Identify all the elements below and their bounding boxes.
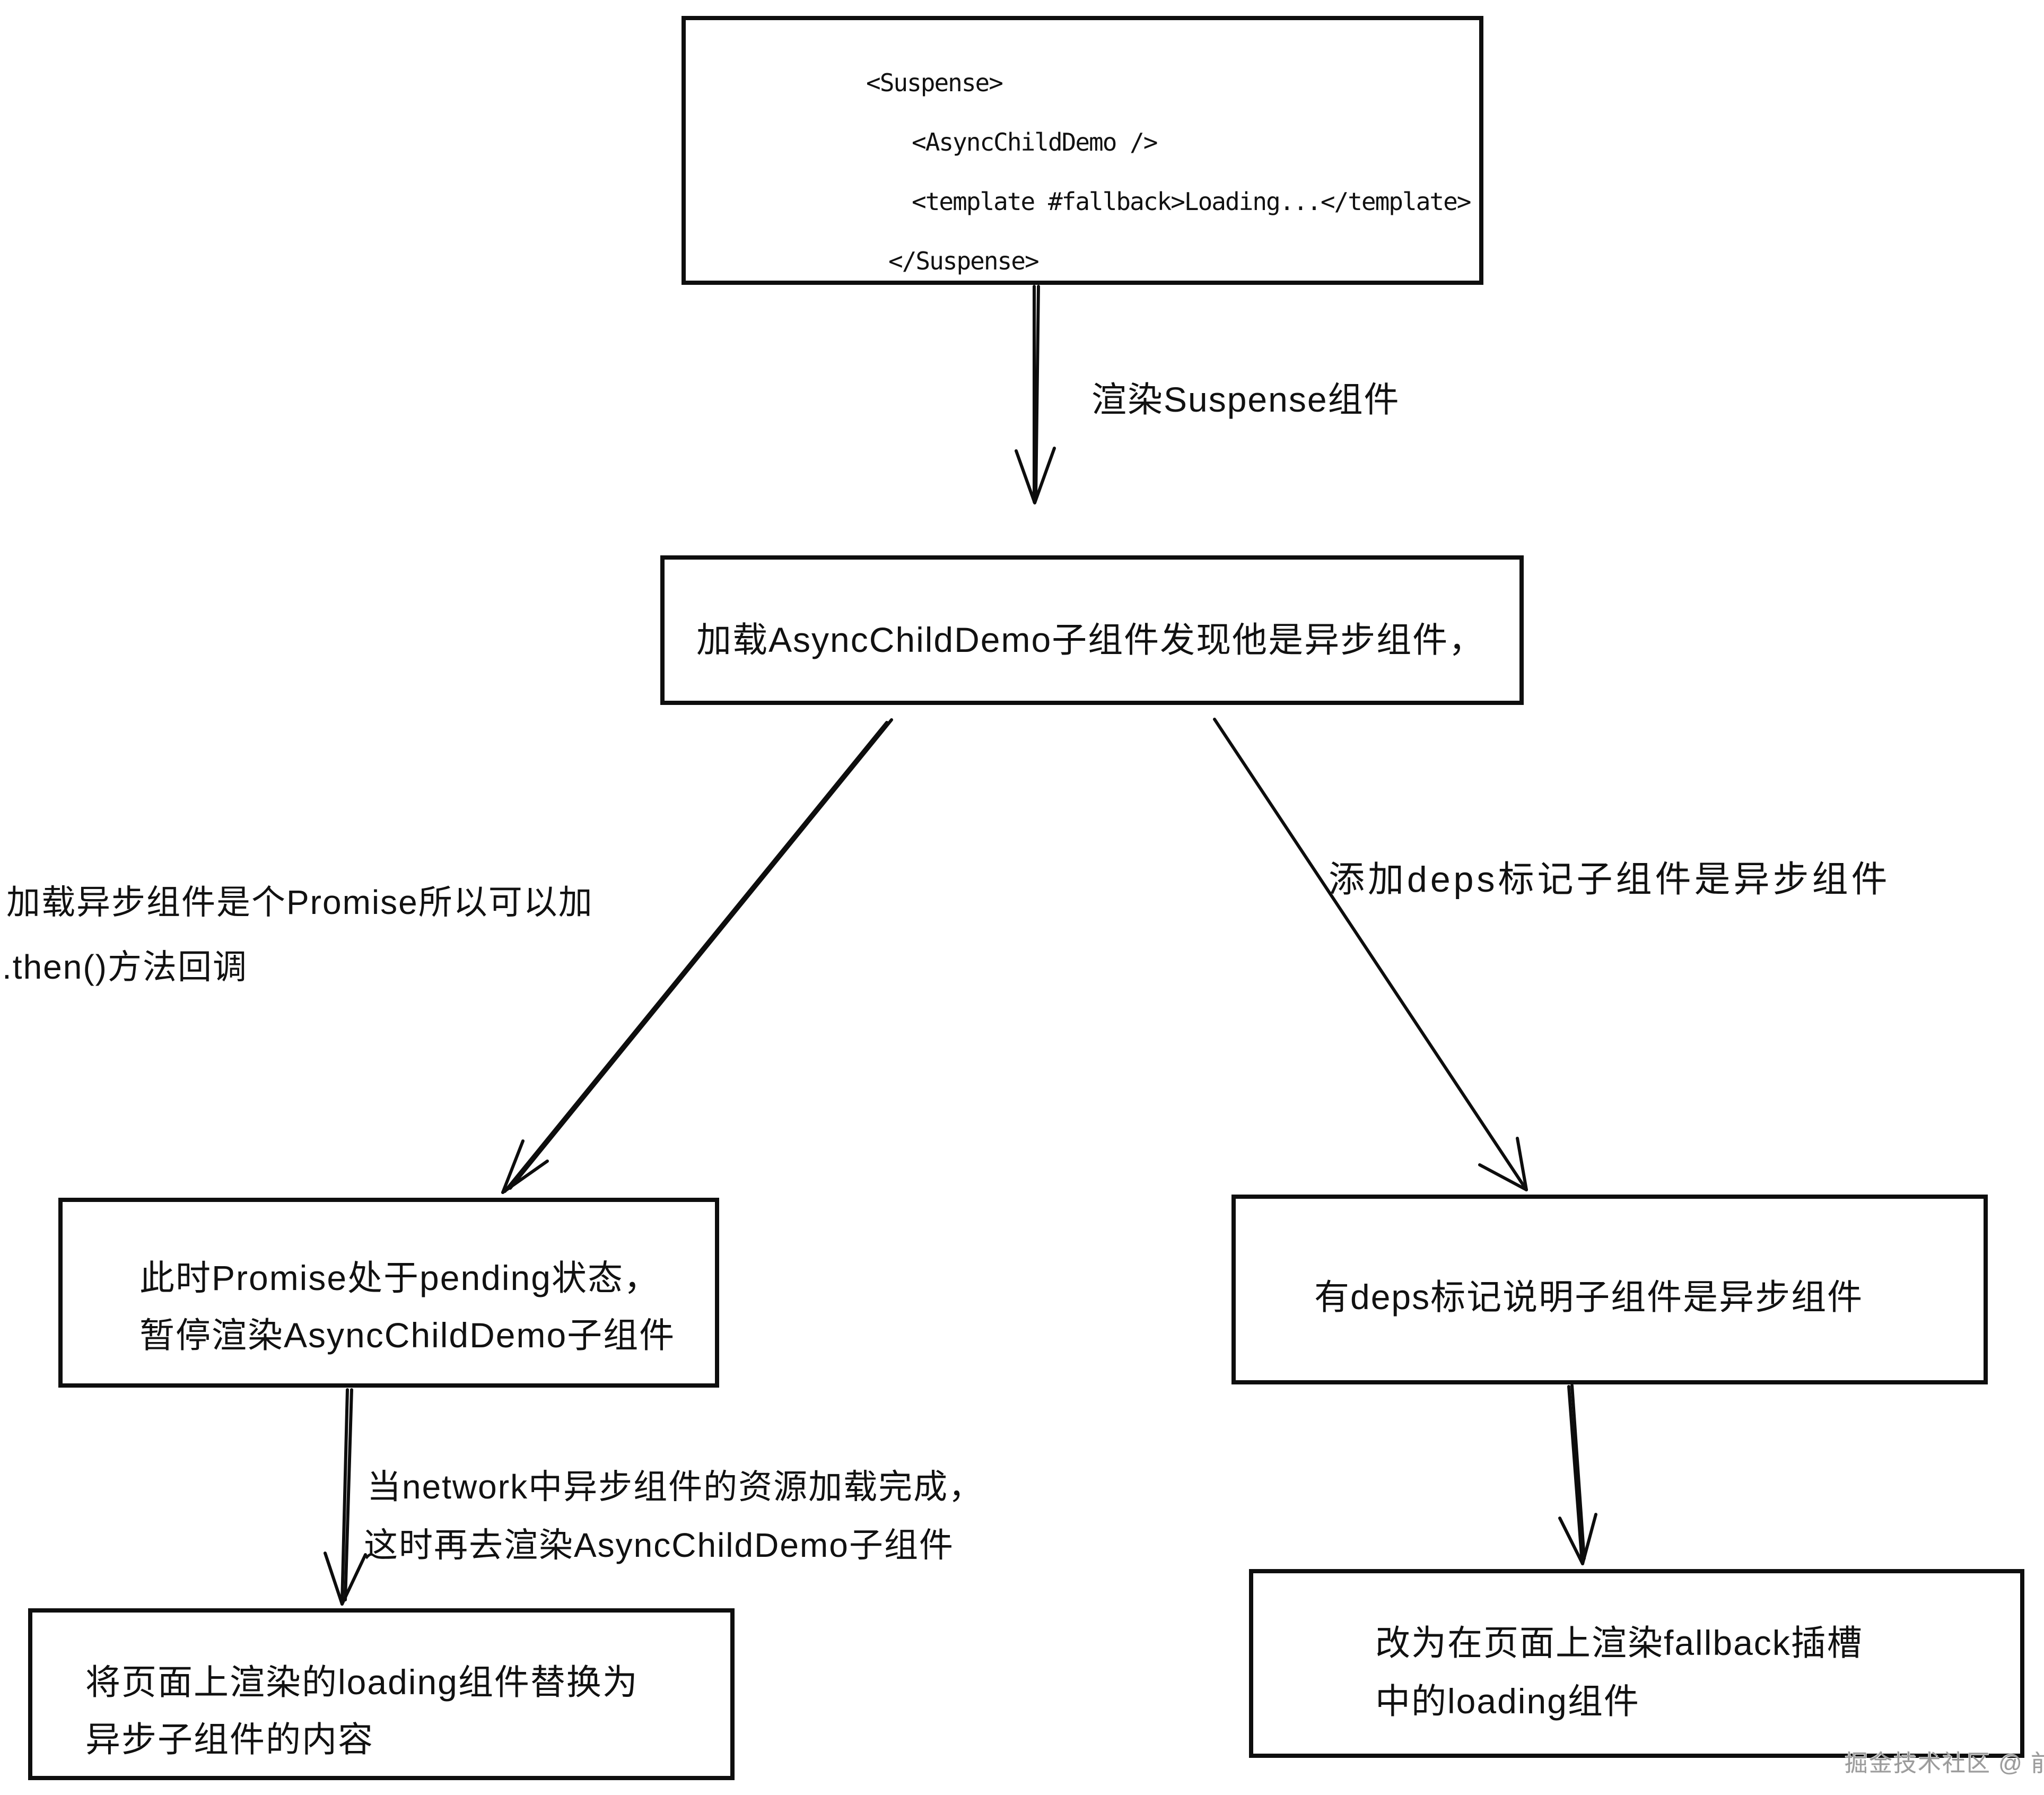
arrow-branch-left [501,718,893,1194]
replace-loading-line1: 将页面上渲染的loading组件替换为 [85,1662,639,1702]
promise-pending-line1: 此时Promise处于pending状态， [139,1258,660,1297]
code-line-suspense-close: </Suspense> [888,247,1040,275]
replace-loading-box: 将页面上渲染的loading组件替换为 异步子组件的内容 [28,1608,735,1780]
deps-marker-text: 有deps标记说明子组件是异步组件 [1314,1277,1864,1317]
arrow-render-fallback [1558,1384,1597,1565]
label-render-suspense: 渲染Suspense组件 [1091,380,1400,419]
render-fallback-line1: 改为在页面上渲染fallback插槽 [1375,1623,1863,1662]
render-fallback-box: 改为在页面上渲染fallback插槽 中的loading组件 [1249,1569,2024,1758]
suspense-code-box: <Suspense> <AsyncChildDemo /> <template … [682,16,1483,285]
label-network-loaded-line1: 当network中异步组件的资源加载完成， [367,1468,984,1506]
arrow-network-loaded [324,1388,367,1606]
arrow-render-suspense [1015,285,1056,504]
code-line-template-fallback: <template #fallback>Loading...</template… [912,187,1471,216]
juejin-watermark: 掘金技术社区 @ 前端欧阳 [1845,1750,2044,1776]
load-async-child-box: 加载AsyncChildDemo子组件发现他是异步组件， [660,555,1524,705]
label-promise-then-line2: .then()方法回调 [2,948,248,986]
label-promise-then-line1: 加载异步组件是个Promise所以可以加 [6,883,593,921]
promise-pending-line2: 暂停渲染AsyncChildDemo子组件 [139,1315,676,1355]
arrow-branch-right [1213,718,1528,1191]
code-line-async-child: <AsyncChildDemo /> [912,128,1158,156]
render-fallback-line2: 中的loading组件 [1375,1681,1640,1721]
load-async-child-text: 加载AsyncChildDemo子组件发现他是异步组件， [696,620,1485,659]
promise-pending-box: 此时Promise处于pending状态， 暂停渲染AsyncChildDemo… [58,1198,719,1388]
label-network-loaded-line2: 这时再去渲染AsyncChildDemo子组件 [364,1526,954,1564]
replace-loading-line2: 异步子组件的内容 [85,1720,374,1759]
code-line-suspense-open: <Suspense> [866,68,1003,97]
label-add-deps: 添加deps标记子组件是异步组件 [1329,859,1891,900]
deps-marker-box: 有deps标记说明子组件是异步组件 [1231,1195,1988,1384]
